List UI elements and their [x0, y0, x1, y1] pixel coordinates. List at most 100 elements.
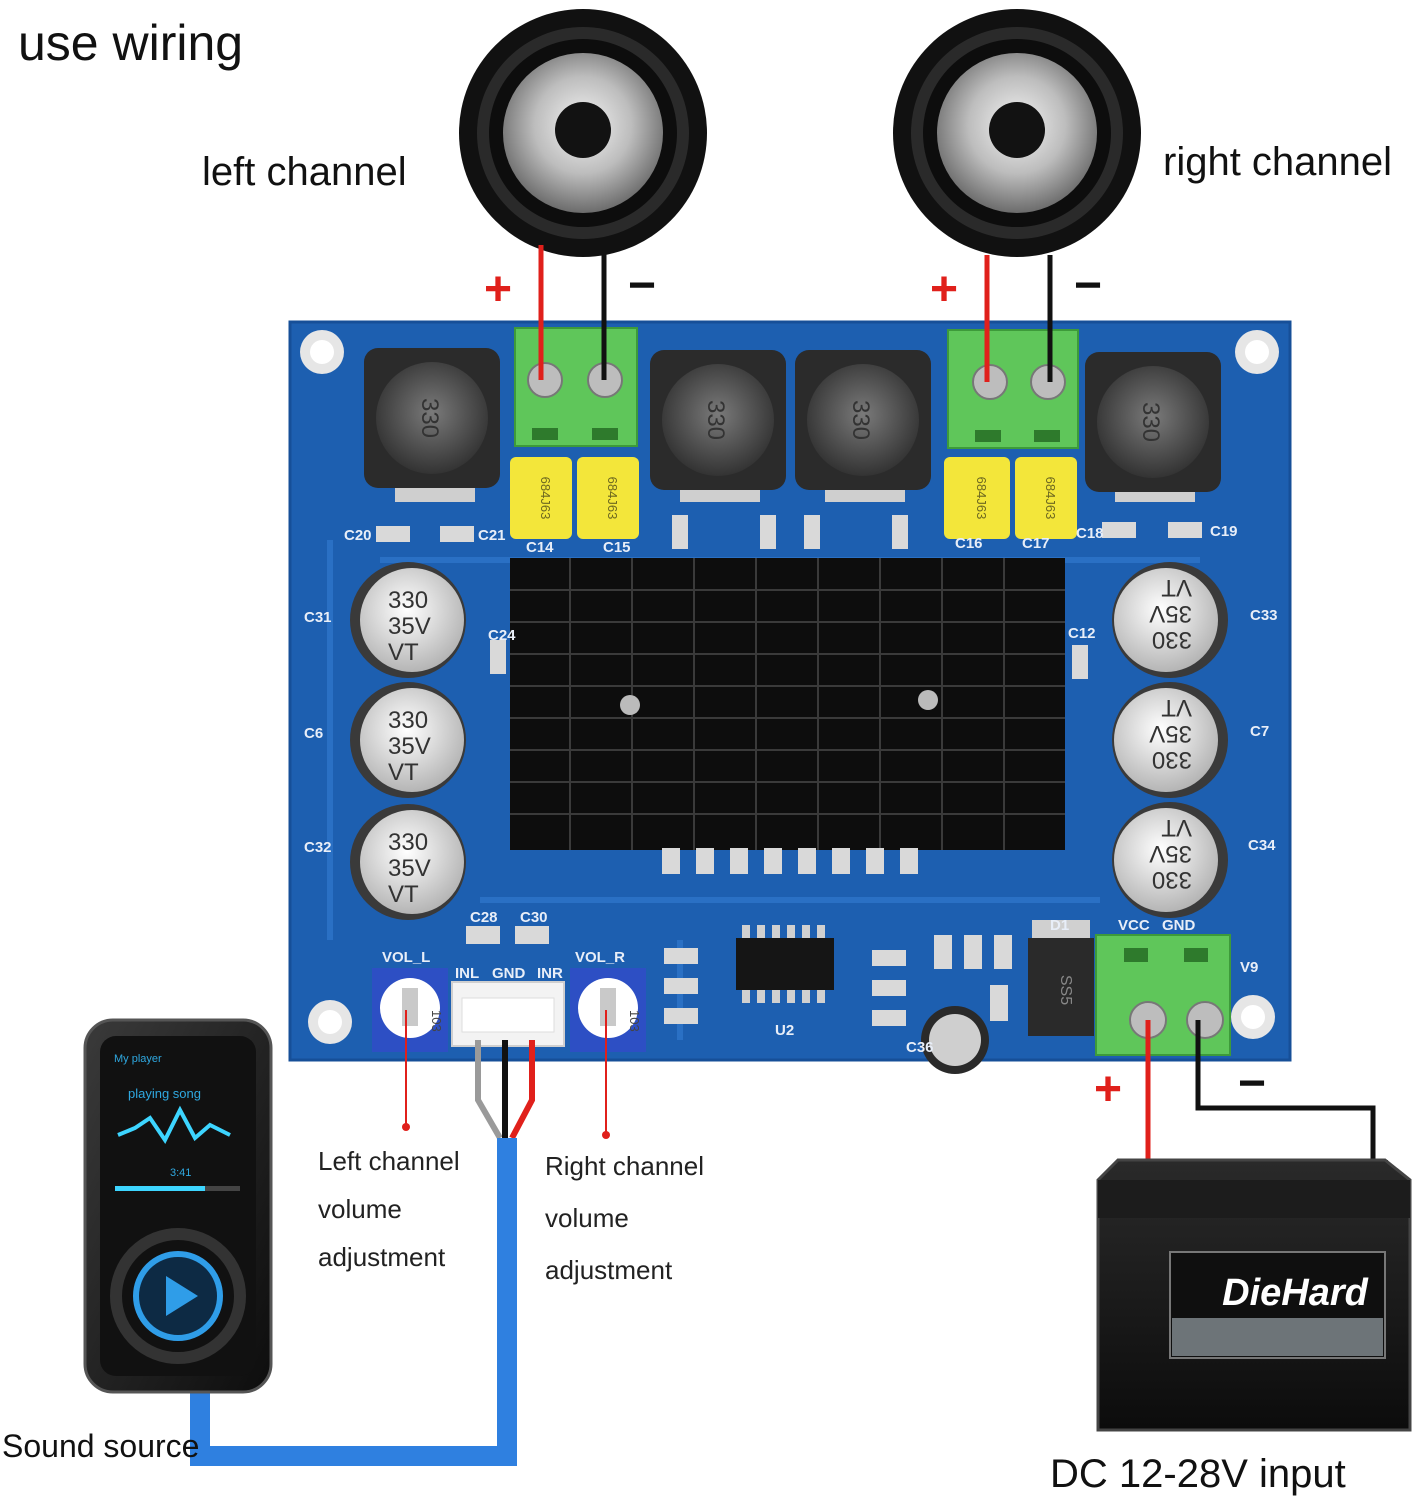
- svg-text:C19: C19: [1210, 523, 1238, 540]
- svg-text:playing song: playing song: [128, 1086, 201, 1101]
- svg-text:35V: 35V: [388, 855, 431, 882]
- svg-text:C20: C20: [344, 527, 372, 544]
- svg-text:330: 330: [1152, 746, 1192, 773]
- heatsink: [510, 558, 1065, 850]
- right-speaker-terminal: [947, 329, 1079, 449]
- svg-text:C18: C18: [1076, 525, 1104, 542]
- right-volume-label: Right channel volume adjustment: [545, 1151, 704, 1285]
- svg-text:C32: C32: [304, 839, 332, 856]
- op-amp-chip: [736, 925, 834, 1003]
- svg-text:330: 330: [702, 400, 729, 440]
- svg-text:103: 103: [627, 1010, 642, 1032]
- svg-text:U2: U2: [775, 1022, 794, 1039]
- speaker-wires: [538, 245, 1053, 382]
- right-minus-sign: −: [1074, 259, 1103, 312]
- svg-text:35V: 35V: [1149, 600, 1192, 627]
- svg-text:C34: C34: [1248, 837, 1276, 854]
- svg-text:330: 330: [388, 829, 428, 856]
- svg-text:35V: 35V: [388, 613, 431, 640]
- svg-text:VOL_R: VOL_R: [575, 949, 625, 966]
- svg-text:330: 330: [388, 707, 428, 734]
- right-plus-sign: +: [930, 263, 959, 316]
- svg-text:684J63: 684J63: [974, 477, 989, 520]
- svg-text:VT: VT: [388, 639, 419, 666]
- svg-text:C21: C21: [478, 527, 506, 544]
- svg-text:VT: VT: [1161, 814, 1192, 841]
- svg-text:330: 330: [416, 398, 443, 438]
- svg-text:C30: C30: [520, 909, 548, 926]
- media-player: My player playing song 3:41: [83, 1018, 273, 1394]
- svg-text:V9: V9: [1240, 959, 1258, 976]
- svg-text:INL: INL: [455, 965, 479, 982]
- power-terminal: [1095, 934, 1231, 1056]
- svg-text:330: 330: [388, 587, 428, 614]
- svg-text:C17: C17: [1022, 535, 1050, 552]
- svg-text:35V: 35V: [1149, 840, 1192, 867]
- power-plus-sign: +: [1094, 1063, 1123, 1116]
- smd-components: [376, 515, 1202, 1026]
- left-minus-sign: −: [628, 259, 657, 312]
- left-speaker-terminal: [514, 327, 638, 447]
- svg-text:330: 330: [847, 400, 874, 440]
- svg-text:VT: VT: [388, 881, 419, 908]
- svg-text:VT: VT: [388, 759, 419, 786]
- svg-text:330: 330: [1152, 626, 1192, 653]
- left-channel-label: left channel: [202, 150, 407, 194]
- film-capacitors: 684J63 684J63 684J63 684J63: [510, 457, 1077, 539]
- svg-text:C28: C28: [470, 909, 498, 926]
- right-volume-pot: 103: [570, 968, 646, 1052]
- right-channel-label: right channel: [1163, 140, 1393, 184]
- svg-text:C12: C12: [1068, 625, 1096, 642]
- svg-text:3:41: 3:41: [170, 1167, 191, 1179]
- small-electrolytic-cap: [921, 1006, 989, 1074]
- svg-text:C16: C16: [955, 535, 983, 552]
- svg-text:35V: 35V: [1149, 720, 1192, 747]
- svg-text:VOL_L: VOL_L: [382, 949, 430, 966]
- svg-text:35V: 35V: [388, 733, 431, 760]
- svg-text:VT: VT: [1161, 694, 1192, 721]
- silkscreen-labels: VOL_L VOL_R INL GND INR VCC GND U2 V9 D1…: [304, 523, 1278, 1056]
- svg-text:C24: C24: [488, 627, 516, 644]
- svg-text:C36: C36: [906, 1039, 934, 1056]
- inductors: 330 330 330 330: [364, 348, 1221, 502]
- svg-text:INR: INR: [537, 965, 563, 982]
- diode: SS5: [1028, 920, 1094, 1036]
- svg-text:684J63: 684J63: [1043, 477, 1058, 520]
- svg-text:DieHard: DieHard: [1222, 1272, 1368, 1314]
- audio-cable: [190, 1040, 535, 1466]
- svg-text:684J63: 684J63: [605, 477, 620, 520]
- svg-text:C33: C33: [1250, 607, 1278, 624]
- svg-text:VCC: VCC: [1118, 917, 1150, 934]
- svg-text:GND: GND: [492, 965, 526, 982]
- amplifier-board: 330 330 330 330: [288, 320, 1292, 1074]
- svg-text:C15: C15: [603, 539, 631, 556]
- page-title: use wiring: [18, 15, 244, 71]
- svg-text:GND: GND: [1162, 917, 1196, 934]
- svg-text:C7: C7: [1250, 723, 1269, 740]
- svg-text:330: 330: [1152, 866, 1192, 893]
- power-wires: [1145, 1020, 1376, 1185]
- battery: DieHard: [1096, 1158, 1412, 1432]
- svg-text:SS5: SS5: [1057, 975, 1074, 1005]
- svg-text:My player: My player: [114, 1053, 162, 1065]
- sound-source-label: Sound source: [2, 1428, 200, 1464]
- left-volume-pot: 103: [372, 968, 448, 1052]
- svg-text:C31: C31: [304, 609, 332, 626]
- svg-text:D1: D1: [1050, 917, 1069, 934]
- svg-text:VT: VT: [1161, 574, 1192, 601]
- svg-text:C6: C6: [304, 725, 323, 742]
- svg-text:103: 103: [429, 1010, 444, 1032]
- dc-input-label: DC 12-28V input: [1050, 1452, 1346, 1496]
- electrolytic-caps-left: 330 35V VT 330 35V VT 330 35V VT: [350, 562, 466, 920]
- power-minus-sign: −: [1238, 1057, 1267, 1110]
- pot-pointer-lines: [402, 1010, 610, 1139]
- svg-text:330: 330: [1137, 402, 1164, 442]
- left-plus-sign: +: [484, 263, 513, 316]
- mounting-holes: [300, 330, 1279, 1044]
- svg-text:684J63: 684J63: [538, 477, 553, 520]
- left-volume-label: Left channel volume adjustment: [318, 1146, 460, 1272]
- right-speaker: [893, 9, 1141, 257]
- svg-text:C14: C14: [526, 539, 554, 556]
- electrolytic-caps-right: 330 35V VT 330 35V VT 330 35V: [1112, 562, 1228, 918]
